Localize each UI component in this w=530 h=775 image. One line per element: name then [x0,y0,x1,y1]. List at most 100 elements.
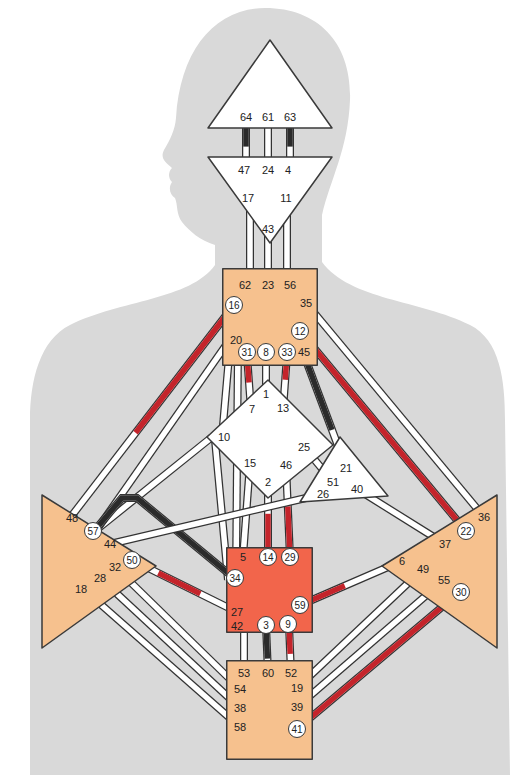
energy-center: 47244171143 [206,155,334,245]
channel-body [297,591,461,729]
gate-number: 17 [242,192,254,204]
gate-number: 10 [218,431,230,443]
gate-number: 28 [94,572,106,584]
gate-number: 23 [262,279,274,291]
activated-gate: 3 [257,616,275,634]
activated-gate: 59 [291,596,309,614]
energy-center: 48443228185750 [40,493,158,651]
activated-gate: 30 [452,583,470,601]
activated-gate: 8 [257,343,275,361]
gate-number: 26 [317,488,329,500]
gate-number: 36 [478,511,490,523]
gate-number: 43 [262,223,274,235]
channel-body [297,569,423,688]
gate-number: 18 [75,583,87,595]
activated-gate: 31 [238,343,256,361]
gate-number: 27 [231,606,243,618]
gate-number: 57 [87,526,98,537]
channel-body [306,303,484,517]
energy-center: 536052541938395841 [226,660,313,760]
gate-number: 14 [262,552,273,563]
gate-number: 6 [399,555,405,567]
gate-number: 46 [280,459,292,471]
gate-number: 25 [298,441,310,453]
channel [95,498,234,578]
channel-outline [100,578,240,708]
gate-number: 2 [265,476,271,488]
channel [81,587,240,727]
gate-number: 47 [238,164,250,176]
energy-center: 622356352045161231833 [222,268,318,366]
gate-number: 5 [240,551,246,563]
gate-number: 21 [340,462,352,474]
channel-body [110,494,323,544]
gate-number: 50 [126,555,137,566]
energy-center: 3637649552230 [380,493,499,651]
gate-number: 9 [285,619,291,630]
channel [110,494,323,544]
gate-number: 40 [351,483,363,495]
channel [100,578,240,708]
channel-outline [297,580,444,707]
channel-outline [297,569,423,688]
gate-number: 34 [229,573,240,584]
gate-number: 11 [280,192,291,204]
gate-number: 42 [231,620,243,632]
gate-number: 29 [284,552,295,563]
channel-outline [70,305,234,518]
body-silhouette-shape [30,8,510,775]
gate-number: 45 [298,346,310,358]
gate-number: 35 [300,297,312,309]
center-shape [300,437,388,502]
channel-activation [95,498,234,578]
gate-number: 7 [249,403,255,415]
center-shape [208,157,332,243]
gate-number: 31 [241,347,252,358]
gate-number: 37 [439,538,451,550]
gate-number: 30 [455,587,466,598]
center-shape [382,495,497,648]
energy-center: 5 27 42 14 29 34 59 3 9 [226,547,313,633]
gate-number: 19 [291,682,303,694]
gate-number: 33 [281,347,292,358]
gate-number: 41 [291,724,302,735]
activated-gate: 16 [225,296,243,314]
gate-number: 16 [228,300,239,311]
channel-outline [306,303,484,517]
activated-gate: 12 [291,322,309,340]
activated-gate: 14 [259,548,277,566]
channel-body [100,578,240,708]
activated-gate: 22 [457,522,475,540]
gate-number: 48 [66,512,78,524]
gate-number: 22 [460,526,471,537]
activated-gate: 41 [288,720,306,738]
activated-gate: 57 [84,522,102,540]
gate-number: 64 [240,111,252,123]
activated-gate: 33 [278,343,296,361]
gate-number: 62 [239,279,251,291]
center-square [223,269,318,366]
gate-number: 44 [104,538,116,550]
gate-number: 56 [284,279,296,291]
channel-outline [297,591,461,729]
energy-center: 646163 [206,38,334,130]
channel [297,569,423,688]
gate-number: 53 [238,667,250,679]
channel-body [95,498,234,578]
gate-number: 52 [285,667,297,679]
activated-gate: 50 [123,551,141,569]
center-shape [208,40,332,128]
channel-body [297,580,444,707]
center-shape [42,495,156,648]
gate-number: 60 [262,667,274,679]
energy-center: 2151 40 26 [298,435,390,504]
gate-number: 58 [234,721,246,733]
gate-number: 3 [263,620,269,631]
center-square [227,661,313,760]
channel-body [81,587,240,727]
channel-activation [136,305,234,433]
gate-number: 39 [291,701,303,713]
gate-number: 12 [294,326,305,337]
gate-number: 51 [327,476,339,488]
